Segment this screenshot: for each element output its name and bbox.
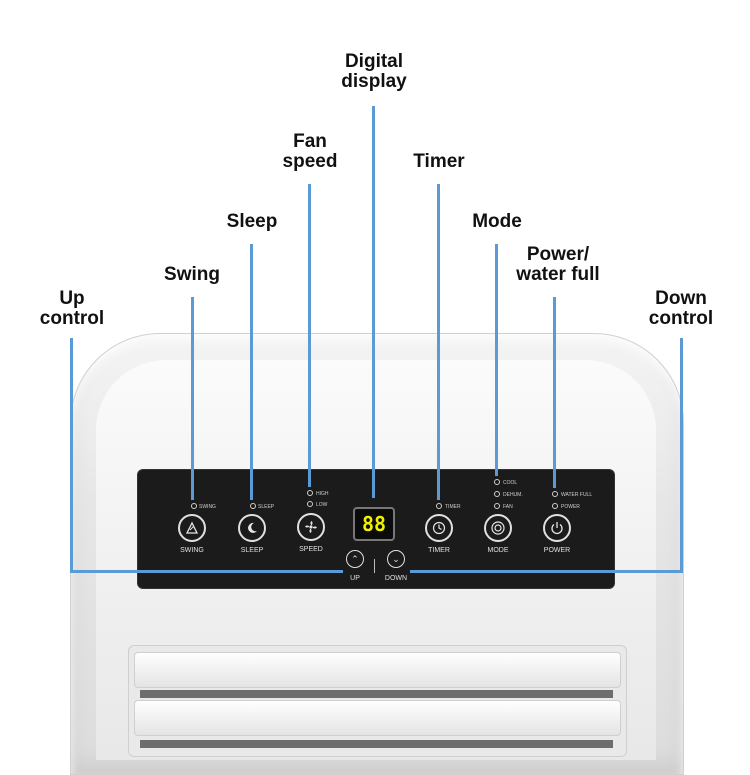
swing-button[interactable] [178,514,206,542]
power-button[interactable] [543,514,571,542]
high-speed-indicator-led [307,490,313,496]
vent-slat [134,652,621,688]
power-indicator-led [552,503,558,509]
sleep-label-line-1: Sleep [226,211,278,232]
sleep-button-label: SLEEP [240,547,264,554]
water-full-indicator-label: WATER FULL [561,492,593,498]
up-down-divider [374,559,375,573]
power-water-leader [553,297,556,488]
mode-icon [491,521,505,535]
mode-button-label: MODE [487,547,509,554]
mode-label: Mode [472,212,522,232]
timer-indicator-led [436,503,442,509]
high-speed-indicator-label: HIGH [316,491,329,497]
fan-icon [305,521,317,533]
timer-leader [437,184,440,500]
mode-label-line-1: Mode [472,211,522,232]
swing-indicator-label: SWING [199,504,216,510]
timer-button[interactable] [425,514,453,542]
up-button-label: UP [350,575,360,582]
sleep-indicator-label: SLEEP [258,504,275,510]
power-water-full-label: Power/ water full [516,245,599,285]
cool-indicator-led [494,479,500,485]
sleep-button[interactable] [238,514,266,542]
vent-gap [140,690,613,698]
down-button[interactable]: ⌄ [387,550,405,568]
low-speed-indicator-led [307,501,313,507]
fan-speed-button-label: SPEED [299,546,323,553]
down-button-label: DOWN [384,575,408,582]
power-icon [551,522,563,535]
swing-indicator-led [191,503,197,509]
power-button-label: POWER [543,547,571,554]
up-control-leader-vertical [70,338,73,573]
moon-icon [248,522,257,533]
swing-button-label: SWING [180,547,204,554]
down-control-label: Down control [649,289,713,329]
timer-label-line-1: Timer [413,151,465,172]
digital-display: 88 [353,507,395,541]
fan-speed-button[interactable] [297,513,325,541]
power-water-full-label-line-1: Power/ [526,244,590,265]
mode-button[interactable] [484,514,512,542]
low-speed-indicator-label: LOW [316,502,328,508]
timer-label: Timer [413,152,464,172]
up-control-label-line-2: control [39,308,105,329]
up-control-leader-horizontal [70,570,343,573]
down-control-label-line-1: Down [655,288,707,309]
fan-speed-label-line-1: Fan [293,131,327,152]
up-control-label-line-1: Up [59,288,85,309]
dehum-indicator-led [494,491,500,497]
vent-slat [134,700,621,736]
up-control-label: Up control [40,289,104,329]
digital-display-leader [372,106,375,498]
digital-display-label-line-2: display [341,71,407,92]
power-water-full-label-line-2: water full [516,264,600,285]
fan-speed-label-line-2: speed [282,151,338,172]
down-control-label-line-2: control [648,308,714,329]
up-button[interactable]: ⌃ [346,550,364,568]
sleep-leader [250,244,253,500]
swing-icon [185,521,199,534]
water-full-indicator-led [552,491,558,497]
swing-label-line-1: Swing [164,264,220,285]
fan-indicator-label: FAN [503,504,513,510]
cool-indicator-label: COOL [503,480,518,486]
chevron-up-icon: ⌃ [351,553,359,564]
clock-icon [432,521,446,535]
digital-display-label: Digital display [341,52,406,92]
dehum-indicator-label: DEHUM. [503,492,523,498]
swing-leader [191,297,194,500]
timer-button-label: TIMER [428,547,450,554]
vent-gap [140,740,613,748]
down-control-leader-vertical [680,338,683,573]
power-indicator-label: POWER [561,504,580,510]
fan-indicator-led [494,503,500,509]
digital-display-label-line-1: Digital [344,51,404,72]
swing-label: Swing [164,265,220,285]
fan-speed-label: Fan speed [283,132,338,172]
fan-speed-leader [308,184,311,487]
mode-leader [495,244,498,476]
timer-indicator-label: TIMER [445,504,461,510]
down-control-leader-horizontal [410,570,683,573]
sleep-label: Sleep [227,212,278,232]
chevron-down-icon: ⌄ [392,553,400,564]
sleep-indicator-led [250,503,256,509]
